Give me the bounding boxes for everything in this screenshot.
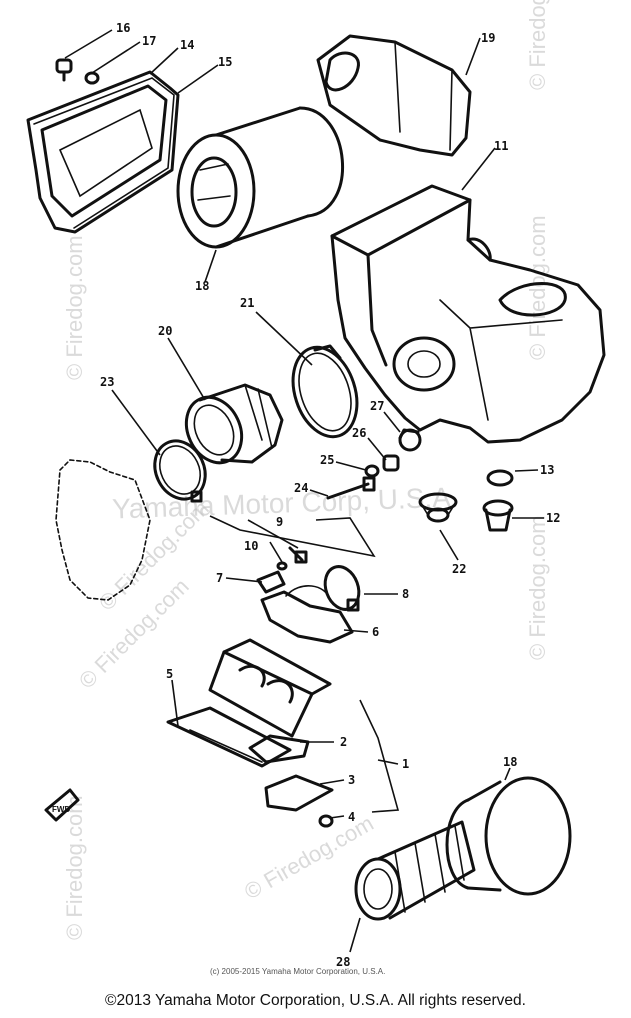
copyright-footer: ©2013 Yamaha Motor Corporation, U.S.A. A…: [105, 992, 526, 1009]
callout-26: 26: [352, 426, 366, 440]
callout-8: 8: [402, 587, 409, 601]
engine-outline: [55, 459, 151, 601]
inner-copyright: (c) 2005-2015 Yamaha Motor Corporation, …: [210, 967, 385, 976]
guide-19: [316, 34, 472, 157]
filter-cage-28: [354, 820, 476, 921]
filter-element-18: [176, 106, 345, 249]
grommet-22: [418, 492, 458, 523]
stopper-3: [264, 774, 334, 812]
screw-9: [288, 546, 308, 564]
callout-20: 20: [158, 324, 172, 338]
joint-6: [260, 585, 354, 644]
fwd-label: FWD: [52, 805, 70, 814]
watermark-right-low: © Firedog.com: [525, 515, 550, 660]
washer-25: [364, 464, 380, 478]
clamp-21: [291, 344, 359, 439]
fwd-mark: FWD: [44, 788, 80, 822]
filter-element-18-lower: [445, 776, 572, 896]
bolt-16: [55, 58, 73, 82]
callout-24: 24: [294, 481, 308, 495]
watermark-right-top: © Firedog.com: [525, 0, 550, 90]
bolt-24: [326, 476, 376, 500]
callout-1: 1: [402, 757, 409, 771]
callout-4: 4: [348, 810, 355, 824]
washer-17: [84, 71, 100, 85]
watermark-right-mid: © Firedog.com: [525, 215, 550, 360]
callout-18: 18: [195, 279, 209, 293]
reed-valve-5: [166, 638, 332, 768]
callout-18-lower: 18: [503, 755, 517, 769]
screw-4: [318, 814, 334, 828]
parts-diagram: Yamaha Motor Corp, U.S.A. © Firedog.com …: [26, 0, 606, 976]
callout-7: 7: [216, 571, 223, 585]
gasket-15: [33, 77, 175, 229]
callout-10: 10: [244, 539, 258, 553]
callout-13: 13: [540, 463, 554, 477]
clip-13: [486, 469, 514, 487]
joint-20: [184, 383, 284, 465]
cover-14: [26, 70, 180, 234]
callout-25: 25: [320, 453, 334, 467]
callout-2: 2: [340, 735, 347, 749]
callout-27: 27: [370, 399, 384, 413]
callout-11: 11: [494, 139, 508, 153]
callout-15: 15: [218, 55, 232, 69]
reed-2: [248, 734, 310, 764]
callout-19: 19: [481, 31, 495, 45]
washer-10: [276, 561, 288, 571]
clamp-8: [323, 565, 361, 612]
callout-14: 14: [180, 38, 194, 52]
callout-9: 9: [276, 515, 283, 529]
callout-3: 3: [348, 773, 355, 787]
nut-26: [382, 454, 400, 472]
case-11: [330, 184, 606, 444]
watermark-left-bottom: © Firedog.com: [62, 795, 87, 940]
leaders: [64, 29, 544, 953]
callout-23: 23: [100, 375, 114, 389]
callout-5: 5: [166, 667, 173, 681]
watermark-left-top: © Firedog.com: [62, 235, 87, 380]
callout-17: 17: [142, 34, 156, 48]
watermarks: Yamaha Motor Corp, U.S.A. © Firedog.com …: [62, 0, 550, 940]
band-23: [153, 439, 207, 503]
callout-6: 6: [372, 625, 379, 639]
callout-12: 12: [546, 511, 560, 525]
callout-21: 21: [240, 296, 254, 310]
cap-12: [482, 499, 514, 532]
callout-22: 22: [452, 562, 466, 576]
callout-28: 28: [336, 955, 350, 969]
collar-27: [398, 428, 422, 452]
callout-16: 16: [116, 21, 130, 35]
plate-7: [256, 570, 286, 594]
callouts: 16 17 14 15 19 11 18 21 20 23 27 26 25 2…: [100, 21, 560, 969]
